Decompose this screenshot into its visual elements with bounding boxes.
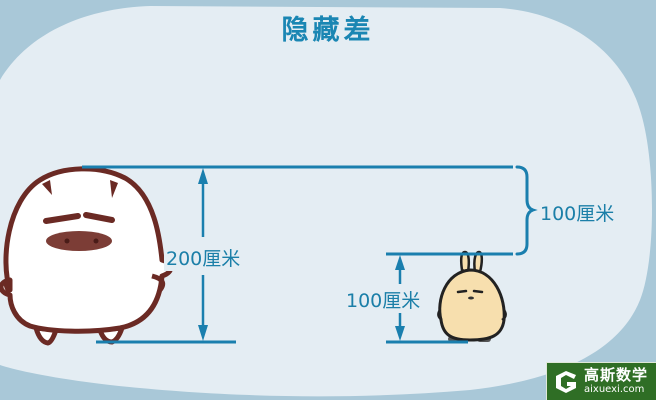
small-height-label: 100厘米 — [344, 286, 423, 313]
logo-name: 高斯数学 — [584, 366, 649, 384]
brand-logo: 高斯数学 aixuexi.com — [546, 362, 656, 400]
g-logo-icon — [556, 370, 576, 393]
logo-url: aixuexi.com — [584, 384, 645, 395]
big-height-label: 200厘米 — [164, 244, 243, 271]
small-character — [437, 250, 507, 342]
difference-label: 100厘米 — [538, 199, 617, 226]
page-title: 隐藏差 — [281, 15, 375, 46]
big-character — [0, 166, 174, 346]
measurement-lines — [82, 165, 538, 344]
